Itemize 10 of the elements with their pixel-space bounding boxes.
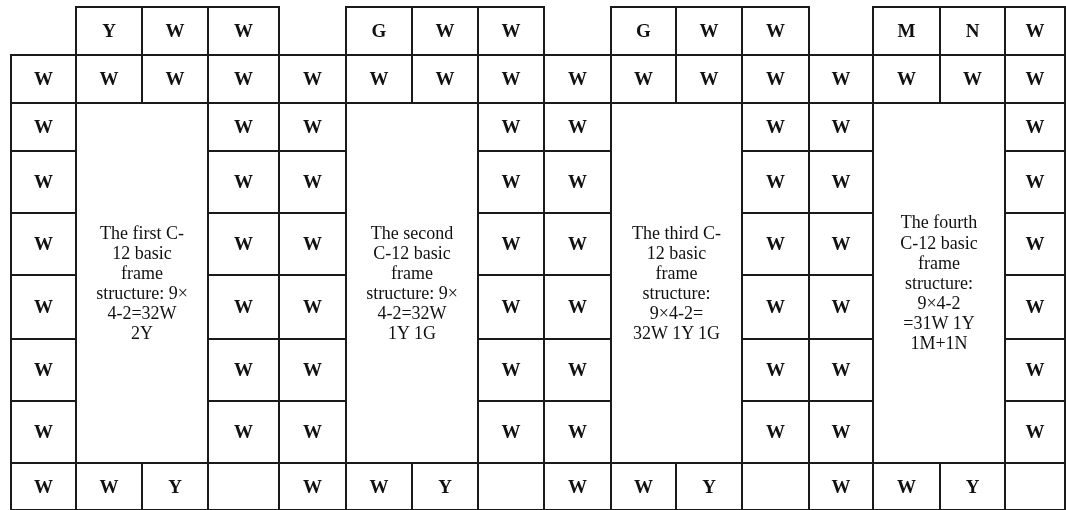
table-cell: G — [610, 6, 677, 56]
table-cell: W — [1004, 6, 1066, 56]
table-cell: G — [345, 6, 413, 56]
table-cell: W — [741, 6, 810, 56]
table-cell: M — [872, 6, 941, 56]
table-cell: W — [10, 54, 77, 104]
table-cell: W — [477, 6, 545, 56]
table-cell: W — [207, 6, 280, 56]
table-cell: W — [10, 462, 77, 510]
table-cell: Y — [75, 6, 143, 56]
